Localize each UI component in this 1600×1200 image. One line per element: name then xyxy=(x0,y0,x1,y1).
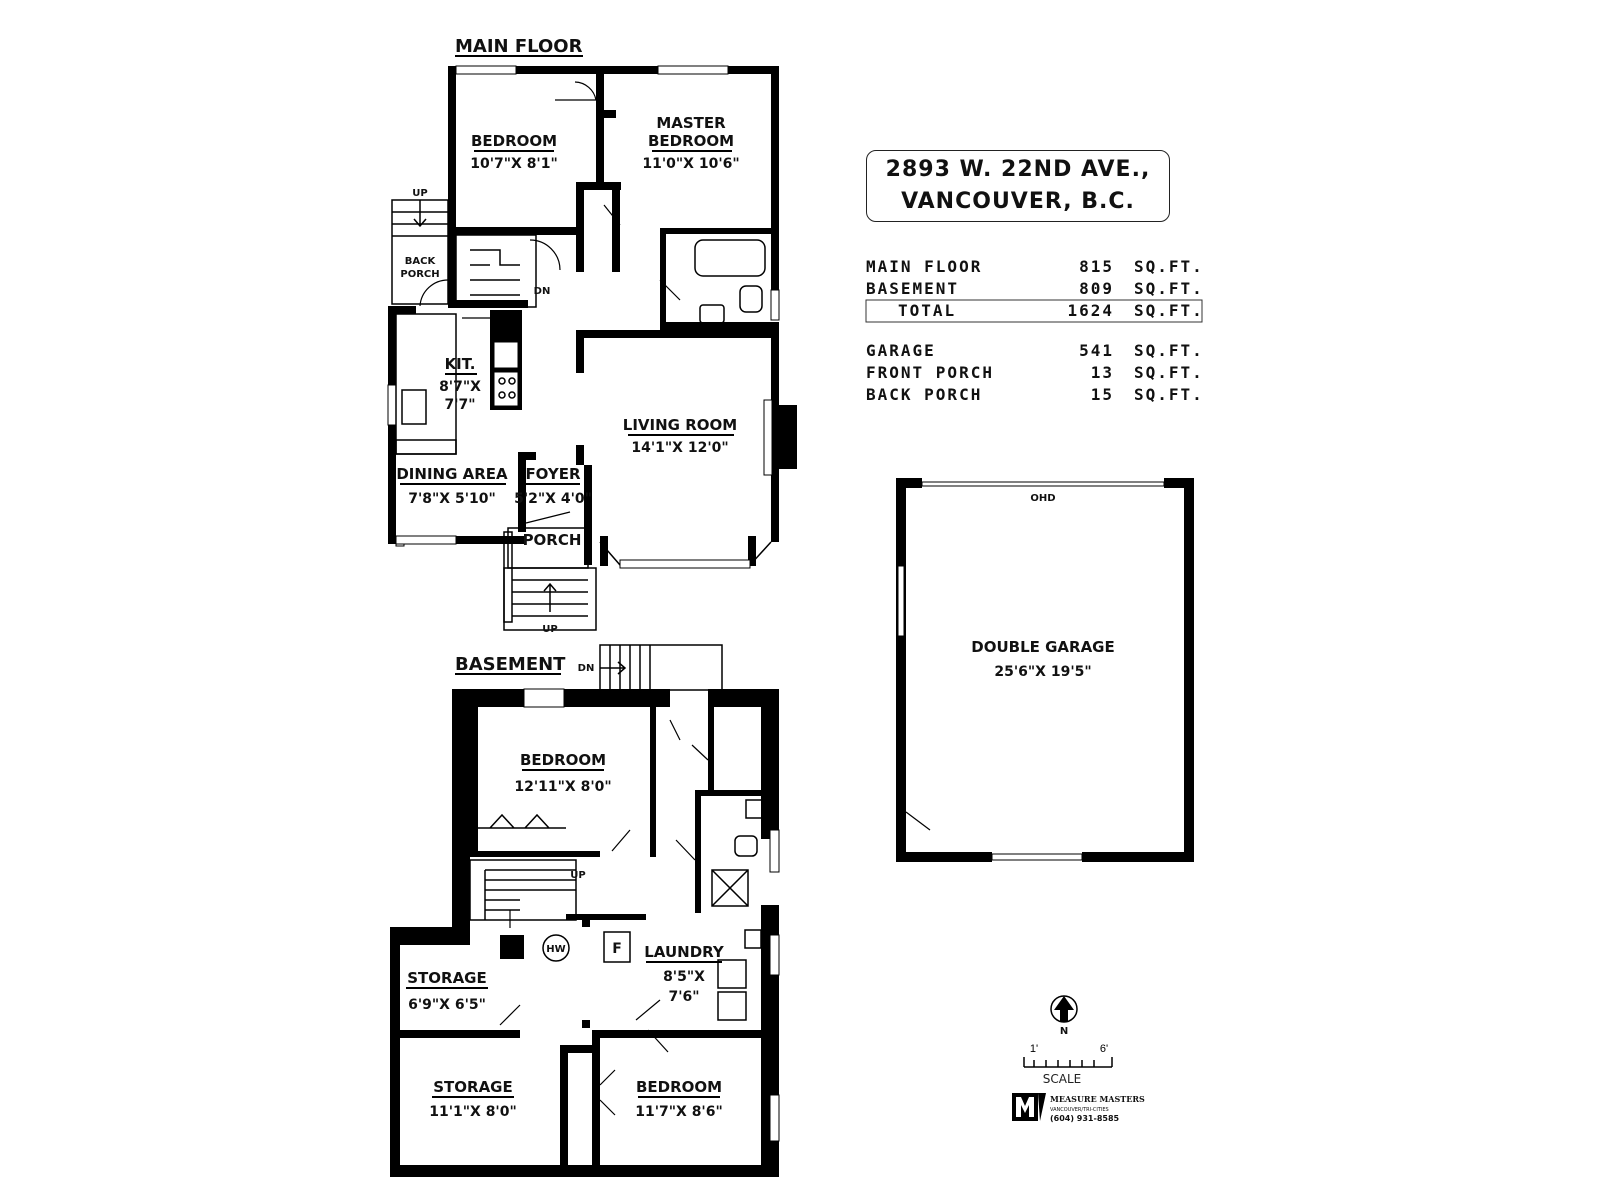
dining-area-dims: 7'8"X 5'10" xyxy=(408,491,496,507)
svg-text:SQ.FT.: SQ.FT. xyxy=(1134,301,1204,320)
garage-plan: OHD DOUBLE GARAGE 25'6"X 19'5" xyxy=(896,478,1194,862)
kitchen-dims-1: 8'7"X xyxy=(439,379,481,395)
company-phone: (604) 931-8585 xyxy=(1050,1114,1120,1123)
svg-text:SQ.FT.: SQ.FT. xyxy=(1134,363,1204,382)
main-bedroom-dims: 10'7"X 8'1" xyxy=(470,156,558,172)
basement-bedroom2-name: BEDROOM xyxy=(636,1078,722,1096)
back-porch-label-2: PORCH xyxy=(400,269,439,280)
svg-text:GARAGE: GARAGE xyxy=(866,341,936,360)
storage2-dims: 11'1"X 8'0" xyxy=(429,1104,517,1120)
basement-bedroom1-dims: 12'11"X 8'0" xyxy=(514,779,611,795)
legend: N 1' 6' SCALE MEASURE MASTERS VANCOUVER/… xyxy=(1012,995,1145,1123)
address-line-2: VANCOUVER, B.C. xyxy=(901,189,1135,214)
svg-text:SQ.FT.: SQ.FT. xyxy=(1134,257,1204,276)
garage-dims: 25'6"X 19'5" xyxy=(994,664,1091,680)
svg-text:1': 1' xyxy=(1030,1043,1038,1055)
address-box: 2893 W. 22ND AVE., VANCOUVER, B.C. xyxy=(866,150,1170,222)
hot-water-label: HW xyxy=(546,944,565,955)
main-floor-plan: MAIN FLOOR DN xyxy=(387,36,797,635)
svg-text:SQ.FT.: SQ.FT. xyxy=(1134,279,1204,298)
area-row-garage: GARAGE 541 SQ.FT. xyxy=(866,341,1204,360)
living-room-name: LIVING ROOM xyxy=(623,416,737,434)
svg-text:541: 541 xyxy=(1079,341,1114,360)
company-logo: MEASURE MASTERS VANCOUVER/TRI-CITIES (60… xyxy=(1012,1093,1145,1123)
storage1-name: STORAGE xyxy=(407,969,487,987)
basement-bedroom2-dims: 11'7"X 8'6" xyxy=(635,1104,723,1120)
area-table: MAIN FLOOR 815 SQ.FT. BASEMENT 809 SQ.FT… xyxy=(865,257,1204,404)
laundry-name: LAUNDRY xyxy=(644,943,725,961)
dining-area-name: DINING AREA xyxy=(396,465,508,483)
area-row-back-porch: BACK PORCH 15 SQ.FT. xyxy=(866,385,1204,404)
garage-door-label: OHD xyxy=(1030,493,1055,504)
svg-text:MAIN FLOOR: MAIN FLOOR xyxy=(866,257,982,276)
svg-text:FRONT PORCH: FRONT PORCH xyxy=(866,363,994,382)
garage-name: DOUBLE GARAGE xyxy=(971,638,1114,656)
basement-bedroom1-name: BEDROOM xyxy=(520,751,606,769)
svg-text:TOTAL: TOTAL xyxy=(898,301,956,320)
north-label: N xyxy=(1060,1026,1068,1037)
main-bedroom-name: BEDROOM xyxy=(471,132,557,150)
svg-text:13: 13 xyxy=(1091,363,1114,382)
foyer-name: FOYER xyxy=(525,465,581,483)
kitchen-dims-2: 7'7" xyxy=(444,397,475,413)
master-bedroom-name-1: MASTER xyxy=(656,114,726,132)
basement-plan: BASEMENT DN xyxy=(390,644,780,1177)
scale-bar: 1' 6' SCALE xyxy=(1023,1043,1113,1086)
front-up-label: UP xyxy=(542,624,557,635)
area-row-basement: BASEMENT 809 SQ.FT. xyxy=(866,279,1204,298)
porch-name: PORCH xyxy=(523,531,582,549)
foyer-dims: 5'2"X 4'0" xyxy=(514,491,592,507)
back-up-label: UP xyxy=(412,188,427,199)
basement-up-label: UP xyxy=(570,870,585,881)
svg-text:SCALE: SCALE xyxy=(1043,1072,1081,1086)
area-row-main-floor: MAIN FLOOR 815 SQ.FT. xyxy=(866,257,1204,276)
living-room-dims: 14'1"X 12'0" xyxy=(631,440,728,456)
basement-dn-label: DN xyxy=(578,663,595,674)
address-line-1: 2893 W. 22ND AVE., xyxy=(885,157,1151,182)
company-name: MEASURE MASTERS xyxy=(1050,1094,1145,1104)
furnace-label: F xyxy=(612,941,622,957)
laundry-dims-1: 8'5"X xyxy=(663,969,705,985)
svg-text:BACK PORCH: BACK PORCH xyxy=(866,385,982,404)
svg-text:SQ.FT.: SQ.FT. xyxy=(1134,341,1204,360)
svg-text:1624: 1624 xyxy=(1067,301,1114,320)
area-row-front-porch: FRONT PORCH 13 SQ.FT. xyxy=(866,363,1204,382)
svg-text:6': 6' xyxy=(1100,1043,1108,1055)
svg-text:815: 815 xyxy=(1079,257,1114,276)
main-floor-title: MAIN FLOOR xyxy=(455,36,583,57)
svg-text:SQ.FT.: SQ.FT. xyxy=(1134,385,1204,404)
company-sub: VANCOUVER/TRI-CITIES xyxy=(1050,1107,1109,1113)
basement-title: BASEMENT xyxy=(455,654,566,675)
master-bedroom-dims: 11'0"X 10'6" xyxy=(642,156,739,172)
storage2-name: STORAGE xyxy=(433,1078,513,1096)
kitchen-name: KIT. xyxy=(445,355,476,373)
main-dn-label: DN xyxy=(534,286,551,297)
svg-text:15: 15 xyxy=(1091,385,1114,404)
area-row-total: TOTAL 1624 SQ.FT. xyxy=(898,301,1204,320)
laundry-dims-2: 7'6" xyxy=(668,989,699,1005)
svg-text:BASEMENT: BASEMENT xyxy=(866,279,959,298)
storage1-dims: 6'9"X 6'5" xyxy=(408,997,486,1013)
master-bedroom-name-2: BEDROOM xyxy=(648,132,734,150)
svg-text:809: 809 xyxy=(1079,279,1114,298)
north-arrow-icon xyxy=(1054,996,1074,1022)
back-porch-label-1: BACK xyxy=(405,256,437,267)
